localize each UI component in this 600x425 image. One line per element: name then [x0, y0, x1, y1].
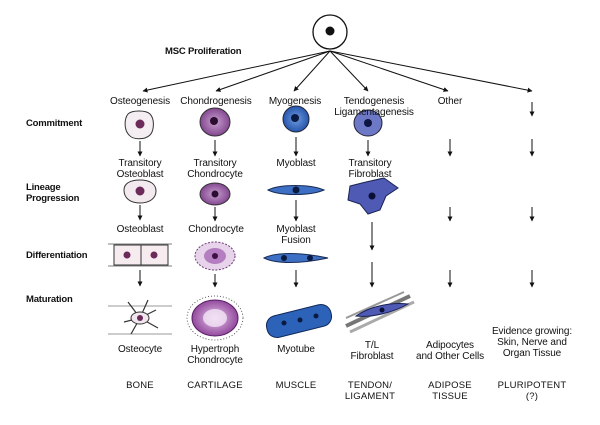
- label-hypertroph-chondrocyte: Hypertroph Chondrocyte: [178, 344, 252, 366]
- proliferation-label: MSC Proliferation: [165, 46, 242, 57]
- stage-progression: Progression: [26, 193, 80, 204]
- hypertrophic-chondrocyte-cell: [186, 295, 244, 341]
- pathway-chondrogenesis: Chondrogenesis: [180, 96, 252, 107]
- label-tl-fibroblast: T/L Fibroblast: [344, 340, 400, 362]
- stage-lineage-progression: Lineage Progression: [26, 182, 79, 204]
- stage-commitment: Commitment: [26, 118, 83, 129]
- text-adipocytes: Adipocytes: [426, 340, 474, 351]
- osteo-transitory-cell: [123, 179, 157, 204]
- tl-fibroblast-cells: [345, 291, 415, 334]
- osteocyte-cell: [108, 299, 172, 335]
- text-myoblast: Myoblast: [276, 224, 316, 235]
- label-transitory-fibroblast: Transitory Fibroblast: [338, 158, 402, 180]
- myoblast-fusion-cells: [262, 253, 329, 263]
- chondro-transitory-cell: [199, 182, 231, 206]
- tissue-cartilage: CARTILAGE: [187, 380, 243, 391]
- label-adipocytes: Adipocytes and Other Cells: [410, 340, 490, 362]
- text-transitory: Transitory: [348, 158, 392, 169]
- text-ligament: LIGAMENT: [344, 391, 396, 402]
- myo-committed-cell: [282, 105, 310, 133]
- differentiation-arrows: [137, 262, 535, 288]
- label-osteoblast: Osteoblast: [116, 224, 164, 235]
- stage-lineage: Lineage: [26, 182, 61, 193]
- commitment-arrows: [137, 102, 535, 157]
- stage-maturation: Maturation: [26, 294, 73, 305]
- label-evidence-growing: Evidence growing: Skin, Nerve and Organ …: [486, 326, 578, 359]
- tissue-bone: BONE: [126, 380, 154, 391]
- text-pluripotent: PLURIPOTENT: [497, 380, 567, 391]
- fibroblast-transitory-cell: [347, 177, 399, 215]
- label-myotube: Myotube: [277, 344, 315, 355]
- text-tissue: TISSUE: [432, 391, 468, 402]
- label-myoblast: Myoblast: [276, 158, 316, 169]
- pathway-osteogenesis: Osteogenesis: [110, 96, 170, 107]
- tissue-muscle: MUSCLE: [275, 380, 317, 391]
- pathway-ligamentagenesis-label: Ligamentagenesis: [334, 107, 414, 118]
- text-chondrocyte: Chondrocyte: [187, 169, 243, 180]
- tissue-tendon-ligament: TENDON/ LIGAMENT: [338, 380, 402, 402]
- tissue-adipose: ADIPOSE TISSUE: [420, 380, 480, 402]
- label-transitory-osteoblast: Transitory Osteoblast: [108, 158, 172, 180]
- text-fusion: Fusion: [281, 235, 311, 246]
- text-adipose: ADIPOSE: [428, 380, 472, 391]
- text-tendon: TENDON/: [347, 380, 393, 391]
- tendo-committed-cell: [353, 109, 383, 137]
- text-question: (?): [525, 391, 539, 402]
- text-chondrocyte: Chondrocyte: [187, 355, 243, 366]
- myoblast-cell: [266, 185, 326, 195]
- osteoblast-layer: [108, 243, 172, 267]
- osteo-committed-cell: [124, 110, 154, 140]
- text-transitory: Transitory: [193, 158, 237, 169]
- text-organ-tissue: Organ Tissue: [502, 348, 562, 359]
- text-evidence: Evidence growing:: [491, 326, 572, 337]
- text-osteoblast: Osteoblast: [116, 169, 164, 180]
- text-fibroblast: Fibroblast: [348, 169, 392, 180]
- msc-stem-cell: [312, 14, 348, 50]
- text-skin-nerve: Skin, Nerve and: [497, 337, 567, 348]
- label-chondrocyte: Chondrocyte: [188, 224, 244, 235]
- pathway-tendogenesis-label: Tendogenesis: [343, 96, 405, 107]
- pathway-tendogenesis: Tendogenesis Ligamentagenesis: [334, 96, 414, 118]
- pathway-other: Other: [437, 96, 463, 107]
- text-hypertroph: Hypertroph: [190, 344, 240, 355]
- chondro-committed-cell: [199, 107, 231, 137]
- tissue-pluripotent: PLURIPOTENT (?): [494, 380, 570, 402]
- chondrocyte-cell: [194, 241, 236, 271]
- label-osteocyte: Osteocyte: [117, 344, 163, 355]
- text-fibroblast: Fibroblast: [350, 351, 394, 362]
- progression-arrows: [137, 200, 535, 251]
- text-tl: T/L: [364, 340, 380, 351]
- pathway-myogenesis: Myogenesis: [268, 96, 322, 107]
- myotube-cell: [265, 303, 333, 339]
- stage-differentiation: Differentiation: [26, 250, 88, 261]
- label-transitory-chondrocyte: Transitory Chondrocyte: [180, 158, 250, 180]
- proliferation-arrows: [142, 50, 533, 93]
- label-myoblast-fusion: Myoblast Fusion: [266, 224, 326, 246]
- text-other-cells: and Other Cells: [416, 351, 484, 362]
- text-transitory: Transitory: [118, 158, 162, 169]
